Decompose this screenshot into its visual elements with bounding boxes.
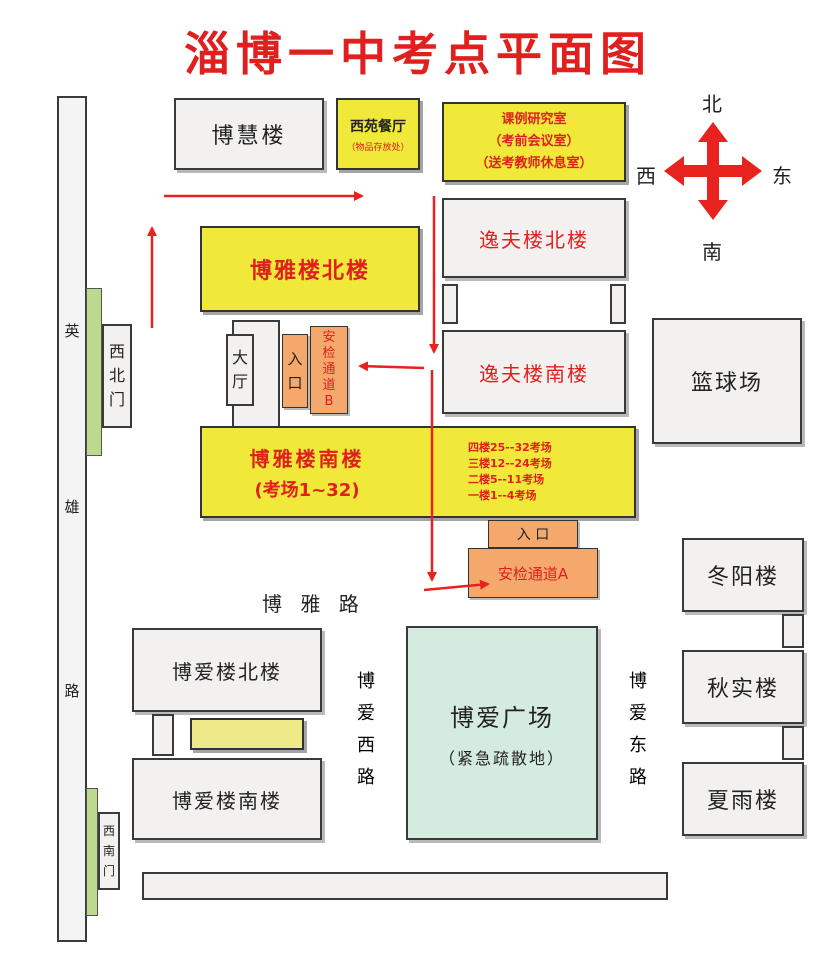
- entrance-b-char-2: 口: [287, 374, 303, 392]
- gate-sw-char-1: 西: [102, 824, 115, 838]
- road-label-boai-west: 博 爱 西 路: [354, 666, 378, 794]
- boai-corridor: [152, 714, 174, 756]
- connector-qiushi-xiayu: [782, 726, 804, 760]
- floor-2: 二楼5--11考场: [468, 473, 545, 486]
- xiayu-building: 夏雨楼: [682, 762, 804, 836]
- security-b-char-1: 安: [322, 330, 336, 345]
- boya-south-rooms: (考场1~32): [254, 479, 360, 501]
- basketball-court: 篮球场: [652, 318, 802, 444]
- research-line-2: （考前会议室）: [488, 134, 580, 149]
- boai-plaza: 博爱广场 （紧急疏散地）: [406, 626, 598, 840]
- connector-yifu-right: [610, 284, 626, 324]
- boya-south-building: 博雅楼南楼 (考场1~32) 四楼25--32考场 三楼12--24考场 二楼5…: [200, 426, 636, 518]
- boya-south-name: 博雅楼南楼: [249, 446, 365, 471]
- yifu-north-building: 逸夫楼北楼: [442, 198, 626, 278]
- boai-east-char-2: 爱: [629, 703, 647, 724]
- hall: 大 厅: [226, 334, 254, 406]
- arrow-left-to-security-b: [358, 361, 425, 372]
- plaza-name: 博爱广场: [450, 703, 554, 732]
- security-b-char-3: 通: [322, 362, 336, 377]
- boai-north-building: 博爱楼北楼: [132, 628, 322, 712]
- entrance-b-char-1: 入: [287, 350, 303, 368]
- road-label-yingxiong-3: 路: [64, 682, 80, 700]
- compass-west: 西: [636, 164, 658, 188]
- entrance-b: 入 口: [282, 334, 308, 408]
- security-b-char-2: 检: [322, 346, 336, 361]
- gate-nw-char-1: 西: [108, 342, 125, 361]
- compass-east: 东: [772, 164, 794, 188]
- security-channel-b: 安 检 通 道 B: [310, 326, 348, 414]
- floor-3: 三楼12--24考场: [468, 457, 552, 470]
- boai-east-char-1: 博: [629, 671, 647, 692]
- floor-1: 一楼1--4考场: [468, 489, 537, 502]
- connector-yifu-left: [442, 284, 458, 324]
- compass-north: 北: [702, 92, 724, 116]
- boai-east-char-3: 东: [629, 735, 647, 756]
- bohui-building: 博慧楼: [174, 98, 324, 170]
- road-label-boya: 博 雅 路: [262, 592, 365, 616]
- boya-south-title-block: 博雅楼南楼 (考场1~32): [202, 443, 412, 502]
- canteen-note: （物品存放处）: [346, 142, 410, 153]
- boai-west-char-4: 路: [357, 767, 375, 788]
- road-label-yingxiong-2: 雄: [64, 498, 80, 516]
- canteen-building: 西苑餐厅 （物品存放处）: [336, 98, 420, 170]
- plaza-note: （紧急疏散地）: [438, 748, 565, 768]
- green-strip-south: [86, 788, 98, 916]
- map-title: 淄博一中考点平面图: [184, 27, 652, 81]
- entrance-a: 入 口: [488, 520, 578, 548]
- security-b-char-5: B: [324, 394, 334, 409]
- research-line-1: 课例研究室: [501, 112, 567, 127]
- floor-list: 四楼25--32考场 三楼12--24考场 二楼5--11考场 一楼1--4考场: [468, 440, 552, 504]
- boai-yellow-block: [190, 718, 304, 750]
- compass-arrows-icon: [664, 122, 762, 220]
- compass-south: 南: [702, 240, 724, 264]
- gate-sw-char-3: 门: [102, 864, 115, 878]
- northwest-gate: 西 北 门: [102, 324, 132, 428]
- boai-west-char-3: 西: [357, 735, 375, 756]
- canteen-name: 西苑餐厅: [350, 118, 406, 135]
- connector-dongyang-qiushi: [782, 614, 804, 648]
- dongyang-building: 冬阳楼: [682, 538, 804, 612]
- security-b-char-4: 道: [322, 378, 336, 393]
- hall-char-1: 大: [231, 348, 248, 367]
- floor-4: 四楼25--32考场: [468, 441, 552, 454]
- yingxiong-road: [57, 96, 87, 942]
- hall-char-2: 厅: [231, 372, 248, 391]
- boai-east-char-4: 路: [629, 767, 647, 788]
- boai-west-char-2: 爱: [357, 703, 375, 724]
- southwest-gate: 西 南 门: [98, 812, 120, 890]
- green-strip-north: [86, 288, 102, 456]
- yifu-south-building: 逸夫楼南楼: [442, 330, 626, 414]
- arrow-right-to-security-a: [423, 579, 490, 592]
- research-room-building: 课例研究室 （考前会议室） （送考教师休息室）: [442, 102, 626, 182]
- gate-sw-char-2: 南: [102, 844, 115, 858]
- qiushi-building: 秋实楼: [682, 650, 804, 724]
- gate-nw-char-2: 北: [108, 366, 125, 385]
- boya-north-building: 博雅楼北楼: [200, 226, 420, 312]
- bottom-strip: [142, 872, 668, 900]
- boai-south-building: 博爱楼南楼: [132, 758, 322, 840]
- road-label-yingxiong-1: 英: [64, 322, 80, 340]
- road-label-boai-east: 博 爱 东 路: [626, 666, 650, 794]
- gate-nw-char-3: 门: [108, 390, 125, 409]
- research-line-3: （送考教师休息室）: [475, 156, 593, 171]
- boai-west-char-1: 博: [357, 671, 375, 692]
